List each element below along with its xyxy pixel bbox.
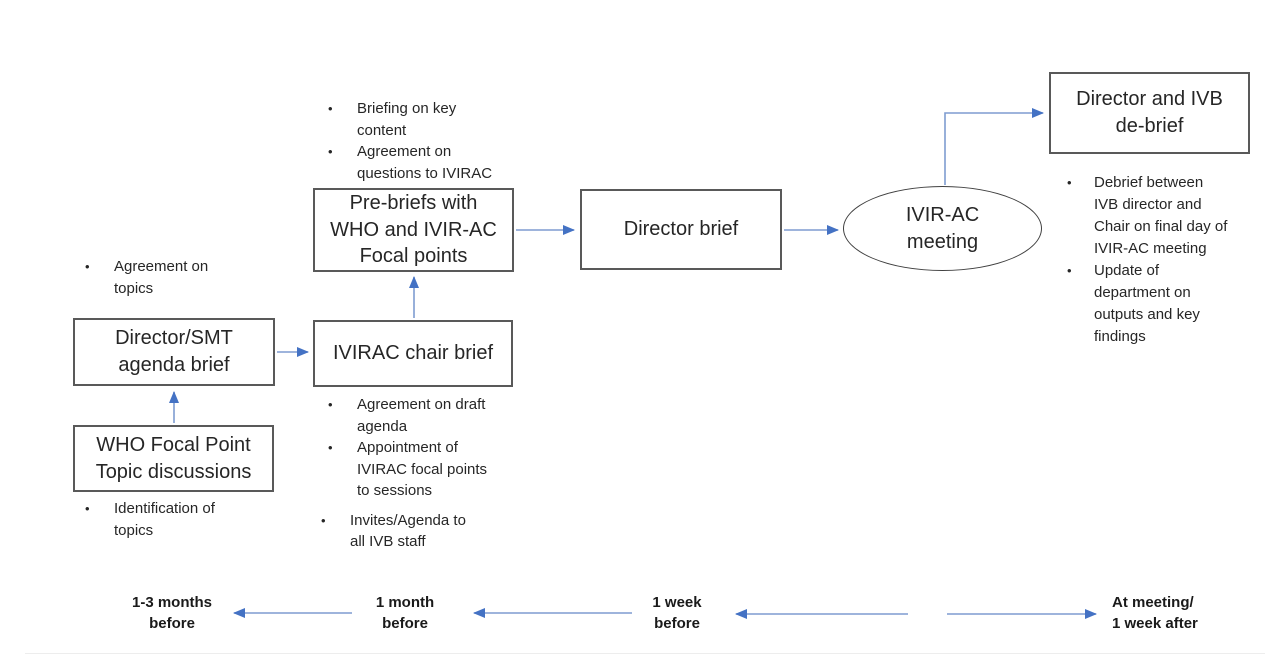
timeline-label-at-meeting-1-week-after: At meeting/ 1 week after bbox=[1112, 594, 1198, 632]
note-text: Appointment of IVIRAC focal points to se… bbox=[357, 439, 488, 499]
timeline-label-1-3-months-before: 1-3 months before bbox=[131, 594, 212, 632]
bullet-icon: • bbox=[85, 259, 90, 274]
note-item: • Agreement on topics bbox=[85, 256, 275, 299]
node-ivirac-meeting: IVIR-AC meeting bbox=[843, 186, 1042, 271]
node-director-brief: Director brief bbox=[580, 189, 782, 270]
node-ivirac-chair-brief: IVIRAC chair brief bbox=[313, 320, 513, 387]
node-director-smt-agenda-brief: Director/SMT agenda brief bbox=[73, 318, 275, 386]
notes-pre-briefs: • Briefing on key content • Agreement on… bbox=[328, 98, 528, 184]
bullet-icon: • bbox=[321, 512, 326, 528]
bullet-icon: • bbox=[328, 440, 333, 455]
note-text: Invites/Agenda to all IVB staff bbox=[350, 511, 466, 551]
note-text: Debrief between IVB director and Chair o… bbox=[1094, 174, 1228, 257]
note-text: Agreement on draft agenda bbox=[357, 396, 486, 435]
note-item: • Briefing on key content bbox=[328, 98, 528, 141]
note-text: Agreement on questions to IVIRAC bbox=[357, 143, 493, 182]
note-item: • Appointment of IVIRAC focal points to … bbox=[328, 437, 538, 502]
bullet-icon: • bbox=[328, 144, 333, 159]
note-item: • Identification of topics bbox=[85, 498, 275, 541]
bullet-icon: • bbox=[1067, 175, 1072, 190]
slide-bottom-divider bbox=[25, 653, 1265, 654]
notes-smt-agenda: • Agreement on topics bbox=[85, 256, 275, 299]
timeline-label-1-week-before: 1 week before bbox=[652, 594, 702, 632]
note-item: • Invites/Agenda to all IVB staff bbox=[321, 510, 538, 553]
notes-debrief: • Debrief between IVB director and Chair… bbox=[1067, 172, 1267, 348]
bullet-icon: • bbox=[328, 101, 333, 116]
note-item: • Agreement on draft agenda bbox=[328, 394, 538, 437]
bullet-icon: • bbox=[1067, 263, 1072, 278]
node-director-ivb-debrief: Director and IVB de-brief bbox=[1049, 72, 1250, 154]
note-text: Identification of topics bbox=[114, 500, 215, 539]
bullet-icon: • bbox=[328, 397, 333, 412]
node-pre-briefs-focal-points: Pre-briefs with WHO and IVIR-AC Focal po… bbox=[313, 188, 514, 272]
node-who-focal-point-topic-discussions: WHO Focal Point Topic discussions bbox=[73, 425, 274, 492]
notes-topic-identification: • Identification of topics bbox=[85, 498, 275, 541]
note-item: • Update of department on outputs and ke… bbox=[1067, 260, 1267, 348]
note-text: Briefing on key content bbox=[357, 100, 457, 139]
notes-ivirac-chair: • Agreement on draft agenda • Appointmen… bbox=[321, 394, 538, 553]
arrow-meeting-to-debrief bbox=[944, 108, 1044, 185]
bullet-icon: • bbox=[85, 501, 90, 516]
note-item: • Debrief between IVB director and Chair… bbox=[1067, 172, 1267, 260]
note-text: Update of department on outputs and key … bbox=[1094, 262, 1200, 345]
note-item: • Agreement on questions to IVIRAC bbox=[328, 141, 528, 184]
note-text: Agreement on topics bbox=[114, 258, 209, 297]
timeline-label-1-month-before: 1 month before bbox=[375, 594, 435, 632]
